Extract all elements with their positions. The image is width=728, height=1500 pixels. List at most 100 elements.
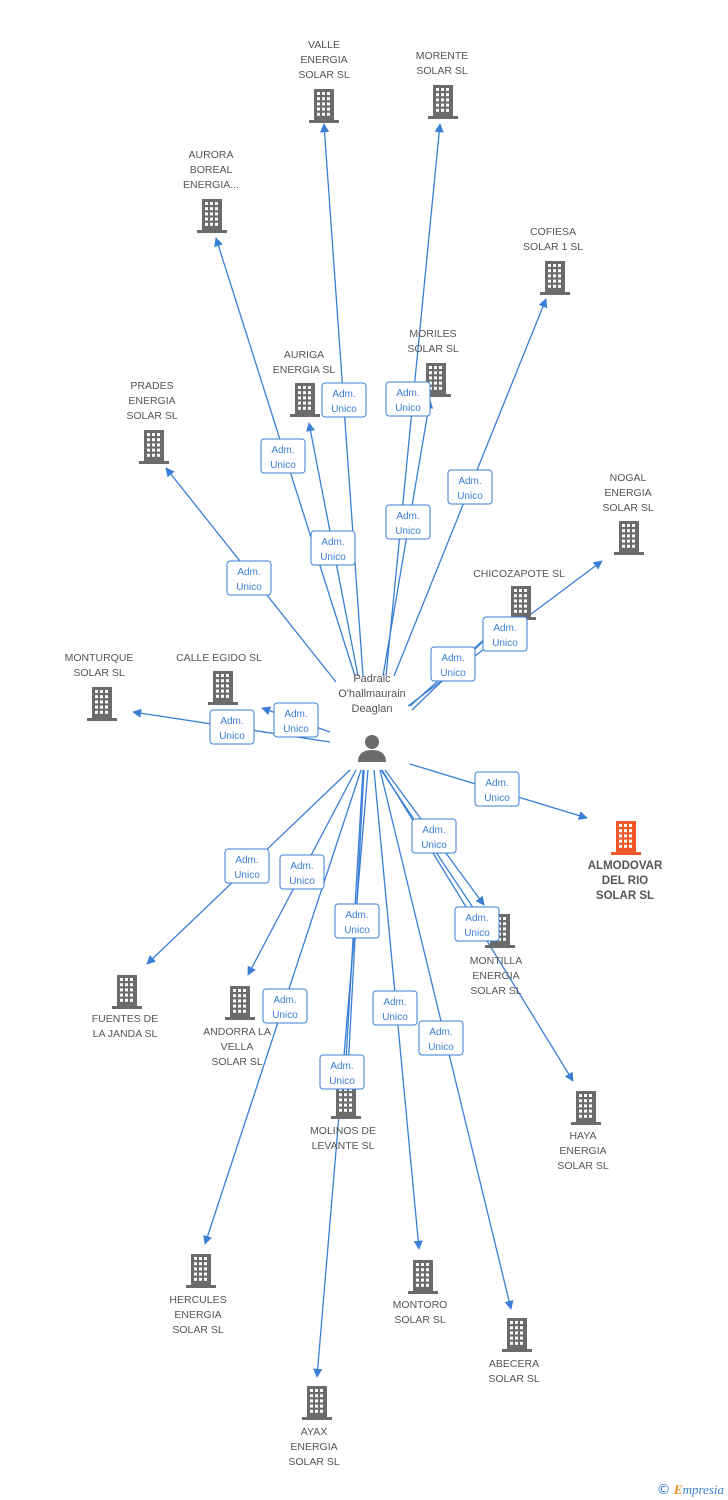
role-label-line: Adm. (493, 623, 516, 634)
role-box[interactable] (385, 504, 431, 540)
company-label-valle[interactable]: VALLE ENERGIA SOLAR SL (298, 39, 350, 81)
building-icon-hercules[interactable] (186, 1254, 216, 1288)
role-badge-aurora[interactable]: Adm. Unico (260, 438, 306, 474)
company-label-fuentes[interactable]: FUENTES DE LA JANDA SL (91, 1013, 159, 1040)
role-badge-haya[interactable]: Adm.Unico (454, 906, 500, 942)
building-icon-calle-egido[interactable] (208, 671, 238, 705)
role-box[interactable] (321, 382, 367, 418)
building-icon-andorra[interactable] (225, 986, 255, 1020)
role-label-line: Adm. (441, 653, 464, 664)
role-box[interactable] (334, 903, 380, 939)
role-box[interactable] (418, 1020, 464, 1056)
person-name[interactable]: Padraic O'hallmaurain Deaglan (338, 673, 406, 715)
company-label-prades[interactable]: PRADES ENERGIA SOLAR SL (126, 380, 178, 422)
building-icon-fuentes[interactable] (112, 975, 142, 1009)
building-icon-molinos[interactable] (331, 1085, 361, 1119)
role-badge-nogal[interactable]: Adm. Unico (482, 616, 528, 652)
company-label-montoro[interactable]: MONTORO SOLAR SL (392, 1299, 448, 1326)
role-box[interactable] (372, 990, 418, 1026)
company-label-montilla[interactable]: MONTILLA ENERGIA SOLAR SL (469, 955, 523, 997)
role-label-line: Adm. (271, 445, 294, 456)
role-label-line: Adm. (422, 825, 445, 836)
building-icon-nogal[interactable] (614, 521, 644, 555)
role-label-line: Adm. (458, 476, 481, 487)
role-badge-molinos[interactable]: Adm.Unico (334, 903, 380, 939)
role-box[interactable] (447, 469, 493, 505)
role-label-line: Adm. (330, 1061, 353, 1072)
building-icon-valle[interactable] (309, 89, 339, 123)
role-badge-monturque[interactable]: Adm.Unico (209, 709, 255, 745)
building-icon-haya[interactable] (571, 1091, 601, 1125)
building-icon-moriles[interactable] (421, 363, 451, 397)
role-badge-cofiesa[interactable]: Adm.Unico (447, 469, 493, 505)
role-box[interactable] (209, 709, 255, 745)
role-box[interactable] (430, 646, 476, 682)
company-label-aurora[interactable]: AURORA BOREAL ENERGIA... (182, 149, 240, 191)
role-badge-morente[interactable]: Adm.Unico (385, 504, 431, 540)
company-label-hercules[interactable]: HERCULES ENERGIA SOLAR SL (169, 1294, 227, 1336)
building-icon-prades[interactable] (139, 430, 169, 464)
company-label-nogal[interactable]: NOGAL ENERGIA SOLAR SL (602, 472, 654, 514)
role-box[interactable] (411, 818, 457, 854)
building-icon-monturque[interactable] (87, 687, 117, 721)
copyright-icon: © (656, 1482, 671, 1498)
role-label-line: Unico (492, 638, 518, 649)
company-label-ayax[interactable]: AYAX ENERGIA SOLAR SL (288, 1426, 340, 1468)
role-box[interactable] (226, 560, 272, 596)
company-label-haya[interactable]: HAYA ENERGIA SOLAR SL (557, 1130, 609, 1172)
building-icon-montoro[interactable] (408, 1260, 438, 1294)
company-label-monturque[interactable]: MONTURQUE SOLAR SL (64, 652, 134, 679)
role-badge-ayax[interactable]: Adm.Unico (319, 1054, 365, 1090)
role-box[interactable] (310, 530, 356, 566)
company-label-abecera[interactable]: ABECERA SOLAR SL (488, 1358, 540, 1385)
role-box[interactable] (482, 616, 528, 652)
role-label-line: Unico (270, 460, 296, 471)
building-icon-abecera[interactable] (502, 1318, 532, 1352)
role-badge-auriga[interactable]: Adm.Unico (310, 530, 356, 566)
role-box[interactable] (273, 702, 319, 738)
role-badge-valle[interactable]: Adm.Unico (321, 382, 367, 418)
company-label-morente[interactable]: MORENTE SOLAR SL (415, 50, 469, 77)
role-badge-hercules[interactable]: Adm.Unico (262, 988, 308, 1024)
role-box[interactable] (279, 854, 325, 890)
role-box[interactable] (474, 771, 520, 807)
company-label-calle-egido[interactable]: CALLE EGIDO SL (176, 652, 262, 664)
role-label-line: Unico (421, 840, 447, 851)
building-icon-ayax[interactable] (302, 1386, 332, 1420)
role-label-line: Adm. (485, 778, 508, 789)
role-badge-montoro[interactable]: Adm.Unico (372, 990, 418, 1026)
building-icon-aurora[interactable] (197, 199, 227, 233)
company-label-molinos[interactable]: MOLINOS DE LEVANTE SL (310, 1125, 376, 1152)
company-label-moriles[interactable]: MORILES SOLAR SL (407, 328, 459, 355)
role-badge-chicozapote[interactable]: Adm.Unico (430, 646, 476, 682)
role-badge-calle-egido[interactable]: Adm.Unico (273, 702, 319, 738)
role-box[interactable] (454, 906, 500, 942)
role-badge-andorra[interactable]: Adm.Unico (279, 854, 325, 890)
role-label-line: Adm. (235, 855, 258, 866)
role-box[interactable] (224, 848, 270, 884)
role-box[interactable] (262, 988, 308, 1024)
role-box[interactable] (385, 381, 431, 417)
role-badge-almodovar[interactable]: Adm.Unico (474, 771, 520, 807)
role-badge-prades[interactable]: Adm.Unico (226, 560, 272, 596)
person-icon[interactable] (358, 735, 386, 762)
building-icon-morente[interactable] (428, 85, 458, 119)
building-icon-almodovar[interactable] (611, 821, 641, 855)
company-label-andorra[interactable]: ANDORRA LA VELLA SOLAR SL (203, 1026, 271, 1068)
role-box[interactable] (319, 1054, 365, 1090)
company-label-auriga[interactable]: AURIGA ENERGIA SL (272, 349, 336, 376)
role-label-line: Unico (395, 403, 421, 414)
building-icon-auriga[interactable] (290, 383, 320, 417)
building-icon-cofiesa[interactable] (540, 261, 570, 295)
role-badge-abecera[interactable]: Adm.Unico (418, 1020, 464, 1056)
role-badge-fuentes[interactable]: Adm. Unico (224, 848, 270, 884)
role-box[interactable] (260, 438, 306, 474)
company-label-almodovar[interactable]: ALMODOVAR DEL RIO SOLAR SL (587, 860, 663, 902)
role-label-line: Unico (428, 1042, 454, 1053)
role-badge-moriles[interactable]: Adm.Unico (385, 381, 431, 417)
role-label-line: Unico (234, 870, 260, 881)
company-label-cofiesa[interactable]: COFIESA SOLAR 1 SL (522, 226, 584, 253)
role-badge-montilla[interactable]: Adm. Unico (411, 818, 457, 854)
company-label-chicozapote[interactable]: CHICOZAPOTE SL (473, 568, 565, 580)
building-icon-chicozapote[interactable] (506, 586, 536, 620)
